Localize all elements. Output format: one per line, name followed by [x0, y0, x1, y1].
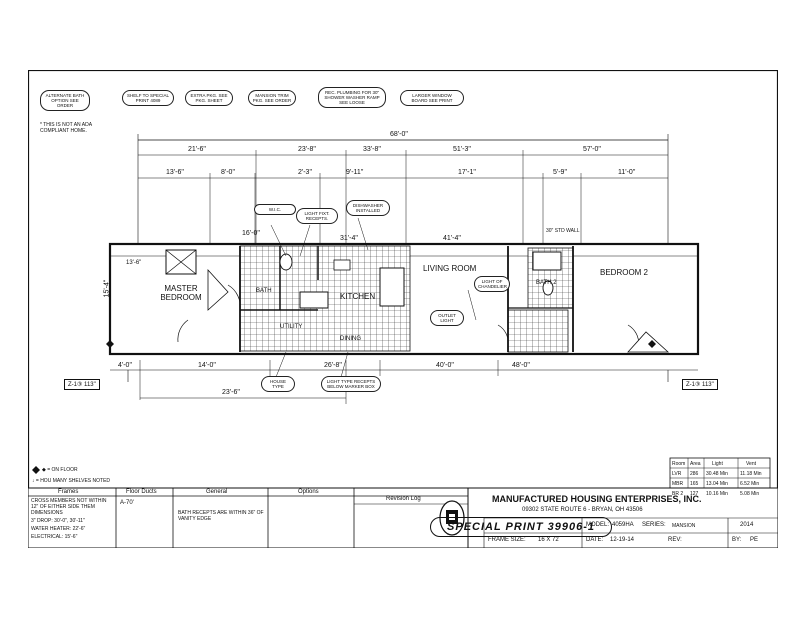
callout-house-type: HOUSE TYPE — [261, 376, 295, 392]
room-table-header: Area — [690, 461, 701, 467]
frames-water-heater: WATER HEATER: 22'-6" — [31, 526, 86, 532]
frames-electrical: ELECTRICAL: 15'-6" — [31, 534, 78, 540]
room-table-cell: MBR — [672, 481, 684, 487]
dim-label: 57'-0" — [583, 146, 601, 153]
dim-label: 17'-1" — [458, 169, 476, 176]
room-table-cell: 30.48 Min — [706, 471, 728, 477]
callout-light-recepts: LIGHT TYPE RECEPTS BELOW MARKER BOX — [321, 376, 381, 392]
floor-plan-sheet: ALTERNATE BATH OPTION SEE ORDER SHELF TO… — [28, 70, 778, 548]
room-dining: DINING — [340, 336, 361, 342]
bottom-dim: 48'-0" — [512, 362, 530, 369]
marker-left: Z-1③ 113" — [64, 379, 100, 390]
marker-right: Z-1③ 113" — [682, 379, 718, 390]
option-oval: ALTERNATE BATH OPTION SEE ORDER — [40, 90, 90, 111]
dim-label: 41'-4" — [443, 235, 461, 242]
side-dim: 15'-4" — [103, 279, 111, 298]
callout-outlet: OUTLET LIGHT — [430, 310, 464, 326]
room-bedroom-2: BEDROOM 2 — [600, 268, 649, 277]
date-value: 12-19-14 — [610, 537, 635, 543]
room-table-cell: 165 — [690, 481, 699, 487]
rev-label: REV: — [668, 537, 682, 543]
room-table-cell: BR 2 — [672, 491, 684, 497]
room-bath: BATH — [256, 288, 272, 294]
bottom-dim: 23'-6" — [222, 389, 240, 396]
by-value: PE — [750, 537, 759, 543]
table-header-frames: Frames — [58, 489, 79, 495]
room-table-cell: 127 — [690, 491, 699, 497]
option-oval: REC. PLUMBING FOR 30" SHOWER WASHER RAMP… — [318, 87, 386, 108]
dim-label: 33'-8" — [363, 146, 381, 153]
model-value: 4059HA — [612, 522, 634, 528]
room-table-cell: LVR — [672, 471, 682, 477]
company-address: 09302 STATE ROUTE 6 - BRYAN, OH 43506 — [522, 507, 643, 513]
legend-floor-marker: ◆ = ON FLOOR — [42, 467, 78, 473]
special-print-banner: SPECIAL PRINT 39906-1 — [430, 517, 612, 537]
table-header-floor-ducts: Floor Ducts — [126, 489, 157, 495]
dim-label: 11'-0" — [618, 169, 636, 176]
room-table-cell: 286 — [690, 471, 699, 477]
ada-note: * THIS IS NOT AN ADA COMPLIANT HOME. — [40, 122, 92, 134]
company-name: MANUFACTURED HOUSING ENTERPRISES, INC. — [492, 494, 702, 504]
legend-shelves: ↓ = HOU MANY SHELVES NOTED — [32, 478, 111, 484]
room-table-header: Vent — [746, 461, 757, 467]
model-label: MODEL: — [586, 522, 610, 528]
room-table-cell: 10.16 Min — [706, 491, 728, 497]
bottom-dim: 4'-0" — [118, 362, 132, 369]
callout-wic: W.I.C. — [254, 204, 296, 215]
overall-dim: 68'-0" — [390, 131, 408, 138]
room-master-bedroom: MASTER BEDROOM — [160, 284, 202, 302]
dim-label: 9'-11" — [346, 169, 364, 176]
option-oval: SHELF TO SPECIAL PRINT 4089 — [122, 90, 174, 106]
dim-label: 31'-4" — [340, 235, 358, 242]
room-kitchen: KITCHEN — [340, 292, 376, 301]
room-table-cell: 11.18 Min — [740, 471, 762, 477]
option-oval: MANSION TRIM PKG. SEE ORDER — [248, 90, 296, 106]
room-table-cell: 6.52 Min — [740, 481, 760, 487]
room-table-header: Light — [712, 461, 723, 467]
callout-shelf-wall: 30" STD WALL — [546, 228, 580, 234]
by-label: BY: — [732, 537, 742, 543]
callout-dishwasher: DISHWASHER INSTALLED — [346, 200, 390, 216]
side-dim: 13'-6" — [126, 260, 142, 266]
series-value: MANSION — [672, 523, 696, 529]
frame-value: 16 X 72 — [538, 537, 559, 543]
dim-label: 16'-0" — [242, 230, 260, 237]
date-label: DATE: — [586, 537, 604, 543]
dim-label: 23'-8" — [298, 146, 316, 153]
option-oval: EXTRA PKG. SEE PKG. SHEET — [185, 90, 233, 106]
bottom-dim: 14'-0" — [198, 362, 216, 369]
callout-chandelier: LIGHT OF CHANDELIER — [474, 276, 510, 292]
dim-label: 13'-6" — [166, 169, 184, 176]
bottom-dim: 26'-8" — [324, 362, 342, 369]
room-table-cell: 5.08 Min — [740, 491, 760, 497]
frame-label: FRAME SIZE: — [488, 537, 526, 543]
revision-log-label: Revision Log — [386, 496, 421, 502]
frames-drop: 3" DROP: 30'-0", 30'-11" — [31, 518, 85, 524]
dim-label: 2'-3" — [298, 169, 312, 176]
table-header-general: General — [206, 489, 228, 495]
room-bath-2: BATH 2 — [536, 280, 557, 286]
year-value: 2014 — [740, 522, 754, 528]
room-table-cell: 13.04 Min — [706, 481, 728, 487]
frames-note: CROSS MEMBERS NOT WITHIN 12" OF EITHER S… — [31, 498, 107, 516]
option-oval: LARGER WINDOW BOARD SEE PRINT — [400, 90, 464, 106]
room-living: LIVING ROOM — [423, 264, 477, 273]
general-note: BATH RECEPTS ARE WITHIN 36" OF VANITY ED… — [178, 510, 264, 522]
series-label: SERIES: — [642, 522, 666, 528]
dim-label: 5'-9" — [553, 169, 567, 176]
dim-label: 21'-6" — [188, 146, 206, 153]
bottom-dim: 40'-0" — [436, 362, 454, 369]
floor-ducts-value: A-70' — [120, 500, 134, 506]
room-utility: UTILITY — [280, 324, 303, 330]
room-table-header: Room — [672, 461, 686, 467]
sheet-drawing — [28, 70, 778, 548]
callout-light-fixt: LIGHT FIXT. RECEPTS. — [296, 208, 338, 224]
dim-label: 8'-0" — [221, 169, 235, 176]
table-header-options: Options — [298, 489, 319, 495]
dim-label: 51'-3" — [453, 146, 471, 153]
